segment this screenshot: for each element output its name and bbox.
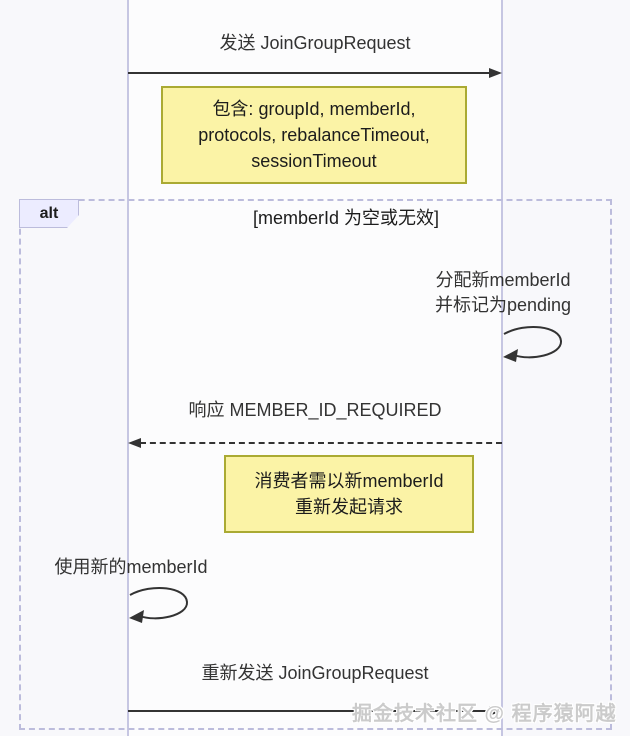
self-loop-arrow-icon [503,326,563,362]
alt-label: alt [19,199,79,228]
arrowhead-left-icon [128,438,141,448]
arrow-resend-joingroup [128,710,491,712]
message-send-joingroup: 发送 JoinGroupRequest [219,33,411,53]
alt-label-text: alt [39,204,59,222]
right-lifeline [501,0,503,736]
note-retry-with-new-memberid: 消费者需以新memberId 重新发起请求 [224,455,474,533]
watermark: 掘金技术社区 @ 程序猿阿越 [352,703,617,725]
arrowhead-right-icon [489,68,502,78]
alt-frame [19,199,612,730]
arrow-send-joingroup [128,72,491,74]
message-member-id-required: 响应 MEMBER_ID_REQUIRED [188,400,442,420]
left-lifeline [127,0,129,736]
arrowhead-right-icon [489,706,502,716]
self-loop-arrow-icon [129,587,189,623]
self-message-assign-memberid: 分配新memberId 并标记为pending [434,270,572,315]
note-joingroup-fields: 包含: groupId, memberId, protocols, rebala… [161,86,467,184]
message-resend-joingroup: 重新发送 JoinGroupRequest [201,663,429,683]
arrow-member-id-required [140,442,502,444]
self-message-use-new-memberid: 使用新的memberId [54,557,208,577]
alt-guard-condition: [memberId 为空或无效] [252,208,440,228]
